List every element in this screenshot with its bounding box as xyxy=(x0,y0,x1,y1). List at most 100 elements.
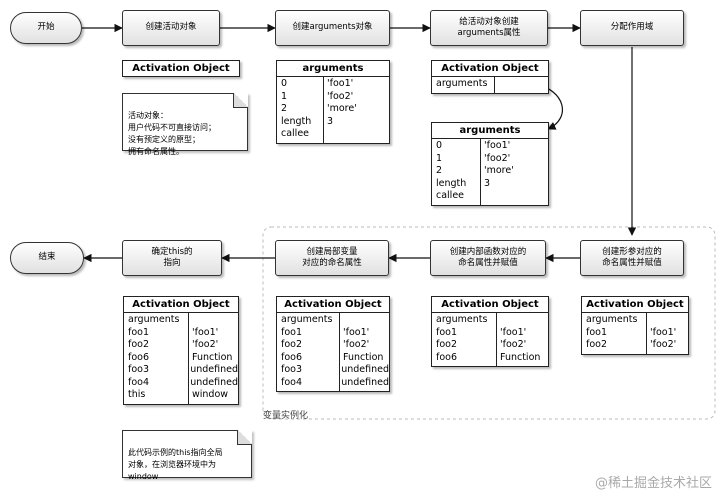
note-text: 此代码示例的this指向全局 对象，在浏览器环境中为 window xyxy=(128,448,223,481)
table-title: Activation Object xyxy=(432,61,548,77)
table-row: 1 'foo2' xyxy=(277,91,389,104)
inner-funcs-node: 创建内部函数对应的 命名属性并赋值 xyxy=(430,240,546,276)
note-fold-icon xyxy=(237,430,252,445)
table-title: arguments xyxy=(432,123,548,139)
table-title: Activation Object xyxy=(277,297,389,313)
property-key: 0 xyxy=(281,78,288,89)
this-note: 此代码示例的this指向全局 对象，在浏览器环境中为 window xyxy=(122,430,252,481)
property-value: undefined xyxy=(190,376,238,388)
table-row: 1'foo2' xyxy=(432,153,548,166)
table-row: foo2'foo2' xyxy=(124,339,238,352)
table-rows: arguments xyxy=(432,77,548,93)
table-row: foo3 undefined xyxy=(124,364,238,377)
table-row: 2 'more' xyxy=(277,103,389,116)
table-row: foo6 Function xyxy=(124,352,238,365)
table-row: 0 'foo1' xyxy=(432,140,548,153)
property-value: 'more' xyxy=(327,103,357,114)
group-label: 变量实例化 xyxy=(263,411,309,421)
table-title: Activation Object xyxy=(124,297,238,313)
property-value: 'foo1' xyxy=(484,140,511,151)
property-value: 'foo1' xyxy=(343,326,370,338)
property-key: arguments xyxy=(436,78,488,89)
property-value: 'foo1' xyxy=(650,326,677,338)
table-row: 2'more' xyxy=(432,165,548,178)
property-value: 'foo2' xyxy=(484,152,511,164)
table-row: foo1'foo1' xyxy=(432,327,548,340)
table-row: foo1 'foo1' xyxy=(124,327,238,340)
property-key: foo1 xyxy=(128,326,150,338)
property-value: 3 xyxy=(327,115,334,127)
table-row: foo2 'foo2' xyxy=(277,339,389,352)
property-key: foo6 xyxy=(281,351,303,363)
table-row: arguments xyxy=(277,314,389,327)
column-divider xyxy=(494,77,495,93)
create-ao-node: 创建活动对象 xyxy=(122,10,220,46)
column-divider xyxy=(188,313,189,404)
ao-note: 活动对象： 用户代码不可直接访问； 没有预定义的原型； 拥有命名属性。 xyxy=(122,93,248,156)
property-key: foo3 xyxy=(128,364,150,375)
column-divider xyxy=(646,313,647,354)
property-value: 'foo2' xyxy=(500,339,527,350)
table-row: callee xyxy=(432,190,548,203)
property-key: arguments xyxy=(586,314,638,325)
ao-empty-table: Activation Object xyxy=(122,60,240,77)
property-value: 'foo2' xyxy=(327,90,354,102)
property-key: foo2 xyxy=(586,339,608,350)
property-value: 'foo2' xyxy=(343,339,370,350)
assign-args-node: 给活动对象创建 arguments属性 xyxy=(430,10,548,46)
property-key: 2 xyxy=(281,103,288,114)
create-args-node: 创建arguments对象 xyxy=(275,10,390,46)
property-key: length xyxy=(436,177,467,189)
note-text: 活动对象： 用户代码不可直接访问； 没有预定义的原型； 拥有命名属性。 xyxy=(128,111,216,156)
property-value: 'foo1' xyxy=(192,326,219,338)
this-node: 确定this的 指向 xyxy=(122,240,222,276)
property-value: Function xyxy=(192,351,233,363)
property-key: 1 xyxy=(281,90,288,102)
column-divider xyxy=(480,139,481,205)
note-fold-icon xyxy=(233,93,248,108)
property-key: 2 xyxy=(436,165,443,176)
table-row: callee xyxy=(277,128,389,141)
property-value: 3 xyxy=(484,177,491,189)
property-key: foo6 xyxy=(128,351,150,363)
property-key: foo2 xyxy=(281,339,303,350)
property-value: undefined xyxy=(341,364,389,375)
table-row: foo2 'foo2' xyxy=(582,339,688,352)
table-row: foo4 undefined xyxy=(277,377,389,390)
property-value: undefined xyxy=(190,364,238,375)
property-value: 'foo1' xyxy=(500,326,527,338)
table-row: arguments xyxy=(432,314,548,327)
property-key: 0 xyxy=(436,140,443,151)
property-key: callee xyxy=(436,190,465,201)
property-value: undefined xyxy=(341,376,389,388)
table-row: foo6 Function xyxy=(277,352,389,365)
table-rows: 0 'foo1' 1'foo2'2'more'length 3 callee xyxy=(432,139,548,205)
property-key: foo1 xyxy=(586,326,608,338)
property-value: window xyxy=(192,389,229,400)
property-value: 'foo2' xyxy=(650,339,677,350)
table-row: foo1'foo1' xyxy=(277,327,389,340)
property-value: Function xyxy=(343,351,384,363)
property-key: foo4 xyxy=(281,376,303,388)
local-vars-node: 创建局部变量 对应的命名属性 xyxy=(275,240,389,276)
table-title: arguments xyxy=(277,61,389,77)
start-node: 开始 xyxy=(10,12,82,44)
property-value: 'foo1' xyxy=(327,78,354,89)
end-node: 结束 xyxy=(10,242,84,274)
table-row: arguments xyxy=(432,78,548,91)
property-value: 'foo2' xyxy=(192,339,219,350)
table-row: arguments xyxy=(582,314,688,327)
column-divider xyxy=(339,313,340,391)
